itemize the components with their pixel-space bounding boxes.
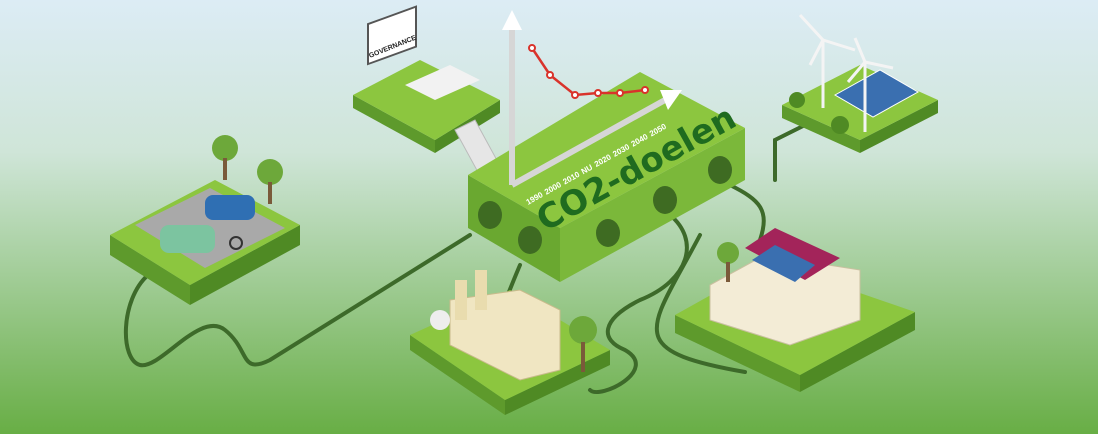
tree-icon xyxy=(569,316,597,344)
bicycle-icon xyxy=(229,236,243,250)
tree-icon xyxy=(257,159,283,185)
co2-hub: 1990 2000 2010 NU 2020 2030 2040 2050 CO… xyxy=(468,10,745,282)
wind-turbine-icon xyxy=(798,13,894,132)
parking-platform xyxy=(110,135,300,305)
robot-icon xyxy=(430,310,450,330)
factory-icon xyxy=(449,289,561,381)
car-icon xyxy=(205,195,255,220)
factory-platform xyxy=(410,270,610,415)
tree-icon xyxy=(717,242,739,264)
co2-trend-line xyxy=(530,47,646,97)
tree-icon xyxy=(789,92,805,108)
car-icon xyxy=(160,225,215,253)
solar-panel-icon xyxy=(752,245,815,282)
renewables-platform xyxy=(782,13,938,153)
x-axis-arrow xyxy=(510,97,667,188)
governance-platform: GOVERNANCE xyxy=(353,5,506,186)
socket-icons xyxy=(478,156,732,254)
tree-icon xyxy=(212,135,238,161)
tree-icon xyxy=(831,116,849,134)
house-platform xyxy=(675,228,915,392)
